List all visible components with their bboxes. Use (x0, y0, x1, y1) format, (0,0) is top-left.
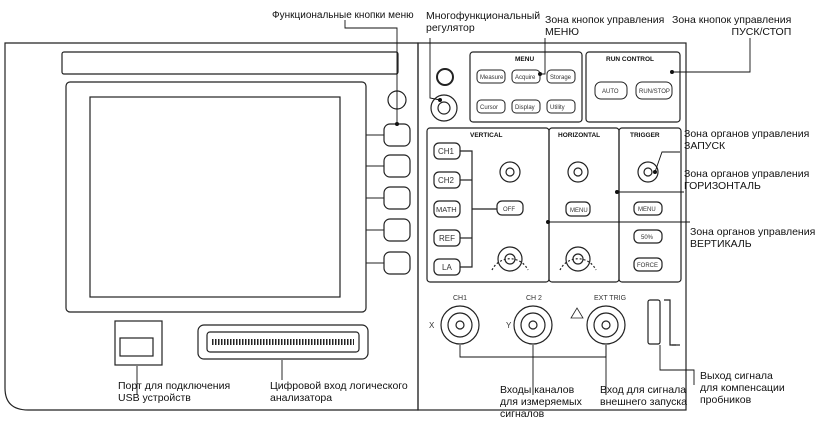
probe-comp-terminal (647, 299, 661, 345)
logic-connector-outer (197, 324, 369, 360)
horizontal-menu-button (565, 201, 591, 217)
callout-horizontal-zone: Зона органов управления ГОРИЗОНТАЛЬ (684, 168, 810, 192)
math-button (433, 200, 461, 218)
ch2-input-label: CH 2 (526, 295, 542, 302)
callout-probe-comp: Выход сигнала для компенсации пробников (700, 370, 785, 406)
right-panel-frame (417, 42, 687, 411)
trigger-title: TRIGGER (630, 132, 660, 139)
callout-menu-zone: Зона кнопок управления МЕНЮ (545, 14, 665, 38)
run-stop-label: RUN/STOP (639, 89, 670, 95)
x-label: X (429, 321, 435, 330)
usb-port (119, 337, 154, 357)
horizontal-position-knob (567, 161, 589, 183)
function-button-4 (383, 218, 411, 242)
menu-title: MENU (515, 56, 534, 63)
horizontal-zone (548, 127, 620, 283)
callout-function-buttons: Функциональные кнопки меню (272, 10, 414, 21)
trigger-50-button (633, 229, 663, 244)
trigger-menu-button (633, 201, 663, 216)
menu-key-3 (546, 69, 576, 84)
callout-logic-input: Цифровой вход логического анализатора (270, 380, 408, 404)
horizontal-title: HORIZONTAL (558, 132, 600, 139)
menu-key-label-2: Acquire (515, 75, 536, 81)
top-strip (61, 51, 399, 75)
auto-button (594, 81, 628, 100)
usb-port-frame (114, 320, 163, 366)
la-label: LA (442, 263, 452, 272)
callout-trigger-zone: Зона органов управления ЗАПУСК (684, 128, 810, 152)
horizontal-scale-knob (565, 246, 591, 272)
callout-vertical-zone: Зона органов управления ВЕРТИКАЛЬ (690, 226, 816, 250)
ch1-input-connector (440, 305, 480, 345)
trigger-menu-label: MENU (638, 207, 656, 213)
run-stop-button (635, 81, 673, 100)
trigger-50-label: 50% (641, 235, 654, 241)
screen-bezel (65, 81, 367, 313)
callout-ext-trig-input: Вход для сигнала внешнего запуска (600, 384, 688, 408)
callout-multifunction-knob: Многофункциональный регулятор (426, 10, 541, 34)
ext-trig-input-connector (586, 305, 626, 345)
trigger-level-knob (637, 161, 659, 183)
ch2-input-connector (513, 305, 553, 345)
logic-connector-inner (206, 331, 360, 353)
trigger-force-button (633, 257, 663, 272)
menu-key-6 (546, 99, 576, 114)
math-label: MATH (436, 205, 457, 214)
menu-key-2 (511, 69, 541, 84)
horizontal-menu-label: MENU (570, 208, 588, 214)
ext-trig-label: EXT TRIG (594, 295, 626, 302)
function-buttons (383, 123, 411, 275)
function-button-2 (383, 154, 411, 178)
function-button-1 (383, 123, 411, 147)
run-title: RUN CONTROL (606, 56, 654, 63)
multifunction-knob (430, 94, 458, 122)
menu-key-label-3: Storage (550, 75, 572, 81)
run-zone (585, 51, 681, 123)
auto-label: AUTO (602, 89, 619, 95)
menu-key-label-1: Measure (480, 75, 504, 81)
menu-key-label-6: Utility (550, 105, 565, 111)
ch1-input-label: CH1 (453, 295, 467, 302)
menu-zone (469, 51, 583, 123)
function-button-5 (383, 251, 411, 275)
ref-label: REF (439, 234, 455, 243)
off-button (496, 200, 524, 216)
vertical-position-knob (499, 161, 521, 183)
screen (89, 96, 341, 298)
callout-usb-port: Порт для подключения USB устройств (118, 380, 231, 404)
trigger-force-label: FORCE (637, 263, 658, 269)
menu-key-5 (511, 99, 541, 114)
menu-on-off-icon (436, 68, 454, 86)
menu-key-1 (476, 69, 506, 84)
ch1-label: CH1 (438, 147, 455, 156)
callout-leaders (136, 20, 751, 395)
off-label: OFF (503, 207, 515, 213)
oscilloscope-body (4, 42, 419, 411)
y-label: Y (506, 321, 512, 330)
function-button-3 (383, 186, 411, 210)
vertical-scale-knob (497, 246, 523, 272)
menu-key-label-4: Cursor (480, 105, 498, 111)
callout-run-zone: Зона кнопок управления ПУСК/СТОП (672, 14, 792, 38)
vertical-title: VERTICAL (470, 132, 503, 139)
menu-key-label-5: Display (515, 105, 535, 111)
menu-key-4 (476, 99, 506, 114)
ch2-label: CH2 (438, 176, 455, 185)
callout-channel-inputs: Входы каналов для измеряемых сигналов (500, 384, 582, 420)
trigger-zone (618, 127, 682, 283)
warning-icon (570, 307, 584, 319)
